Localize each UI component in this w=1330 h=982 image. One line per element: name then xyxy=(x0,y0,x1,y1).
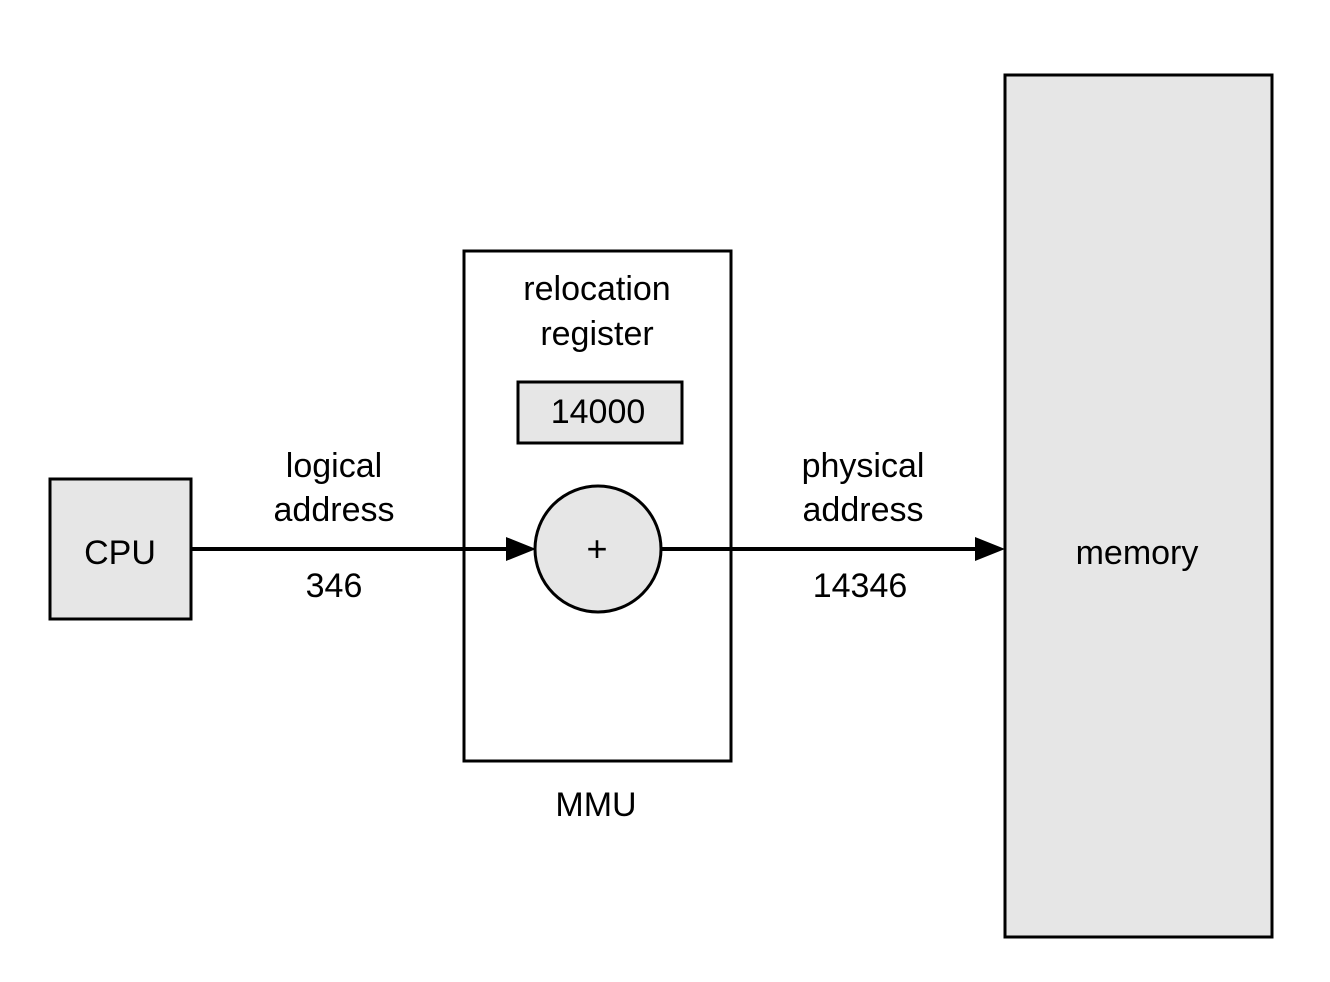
physical-address-label-line1: physical xyxy=(802,447,925,485)
memory-label: memory xyxy=(1076,534,1199,572)
relocation-register-value: 14000 xyxy=(551,393,646,431)
physical-address-label-line2: address xyxy=(803,491,924,529)
relocation-register-box xyxy=(516,380,684,445)
physical-address-arrowhead xyxy=(975,537,1005,561)
logical-address-label-line2: address xyxy=(274,491,395,529)
physical-address-value: 14346 xyxy=(813,567,908,605)
cpu-label: CPU xyxy=(84,534,156,572)
logical-address-arrowhead xyxy=(506,537,536,561)
cpu-box xyxy=(48,477,193,621)
mmu-label: MMU xyxy=(555,786,636,824)
memory-block xyxy=(1003,73,1274,939)
relocation-register-label-line1: relocation xyxy=(523,270,670,308)
relocation-register-label-line2: register xyxy=(540,315,653,353)
logical-address-label-line1: logical xyxy=(286,447,382,485)
logical-address-value: 346 xyxy=(306,567,363,605)
adder-plus-symbol: + xyxy=(586,528,607,569)
